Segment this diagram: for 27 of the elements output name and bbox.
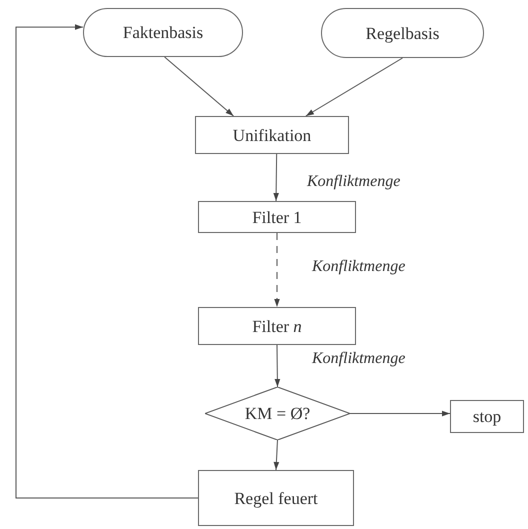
arrow [16,24,198,498]
process-box [450,400,524,433]
node-label: KM = Ø? [244,404,312,423]
node-label: Unifikation [232,126,312,144]
arrow [274,344,280,388]
node-label: Faktenbasis [122,23,204,42]
arrow [164,56,234,116]
arrow [273,154,279,202]
node-label: Filter n [251,316,303,336]
data-store-pill [321,8,484,58]
process-box [198,307,356,345]
process-box [198,201,356,233]
edge-label: Konfliktmenge [307,173,400,191]
node-label: Regelbasis [364,24,440,42]
node-label: Regel feuert [233,488,319,508]
process-box [198,470,354,526]
edge-label: Konfliktmenge [312,350,406,368]
decision-diamond [205,387,350,440]
arrow [305,58,403,116]
arrow [274,440,280,470]
node-label: stop [472,407,502,426]
data-store-pill [83,8,243,57]
edge-label: Konfliktmenge [312,258,406,276]
arrow [350,410,450,416]
process-box [195,116,349,154]
node-label: Filter 1 [251,208,303,226]
arrow [274,232,280,308]
